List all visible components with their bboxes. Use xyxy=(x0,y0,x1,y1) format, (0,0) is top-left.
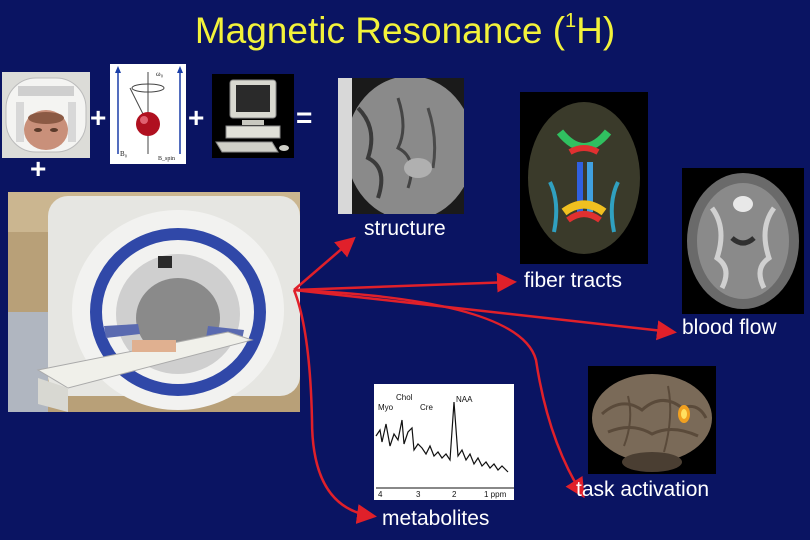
tick-label-3: 3 xyxy=(416,490,421,499)
structure-image xyxy=(338,78,464,214)
bspin-label: B_spin xyxy=(158,156,175,162)
blood-flow-image xyxy=(682,168,804,314)
label-structure: structure xyxy=(364,217,446,240)
head-coil-image xyxy=(2,72,90,158)
fiber-tracts-image xyxy=(520,92,648,264)
peak-label-cre: Cre xyxy=(420,403,433,412)
equals-operator: = xyxy=(296,102,313,133)
arrow-fiber-tracts xyxy=(293,272,517,293)
arrow-structure xyxy=(293,236,356,291)
plus-operator-2: + xyxy=(188,102,205,133)
mr-spectrum-image: Chol Myo Cre NAA 4 3 2 1 ppm xyxy=(374,384,514,500)
tick-label-4: 4 xyxy=(378,490,383,499)
computer-icon xyxy=(212,74,294,158)
spin-precession-diagram: ω₀ B₀ B_spin xyxy=(110,64,186,164)
plus-operator-1: + xyxy=(90,102,107,133)
arrow-task-activation xyxy=(293,288,585,499)
label-task-activation: task activation xyxy=(576,478,710,501)
arrow-metabolites xyxy=(292,289,377,524)
mri-scanner-photo xyxy=(8,192,300,412)
page-title: Magnetic Resonance (1H) xyxy=(194,10,616,51)
tick-label-1ppm: 1 ppm xyxy=(484,490,507,499)
peak-label-chol: Chol xyxy=(396,393,413,402)
b0-label: B₀ xyxy=(120,150,128,158)
peak-label-naa: NAA xyxy=(456,395,473,404)
arrow-blood-flow xyxy=(293,288,677,341)
label-metabolites: metabolites xyxy=(382,507,490,530)
tick-label-2: 2 xyxy=(452,490,457,499)
plus-operator-3: + xyxy=(30,153,47,184)
peak-label-myo: Myo xyxy=(378,403,394,412)
omega-label: ω₀ xyxy=(156,70,164,78)
task-activation-image xyxy=(588,366,716,474)
label-blood-flow: blood flow xyxy=(682,316,777,339)
label-fiber-tracts: fiber tracts xyxy=(524,269,623,292)
